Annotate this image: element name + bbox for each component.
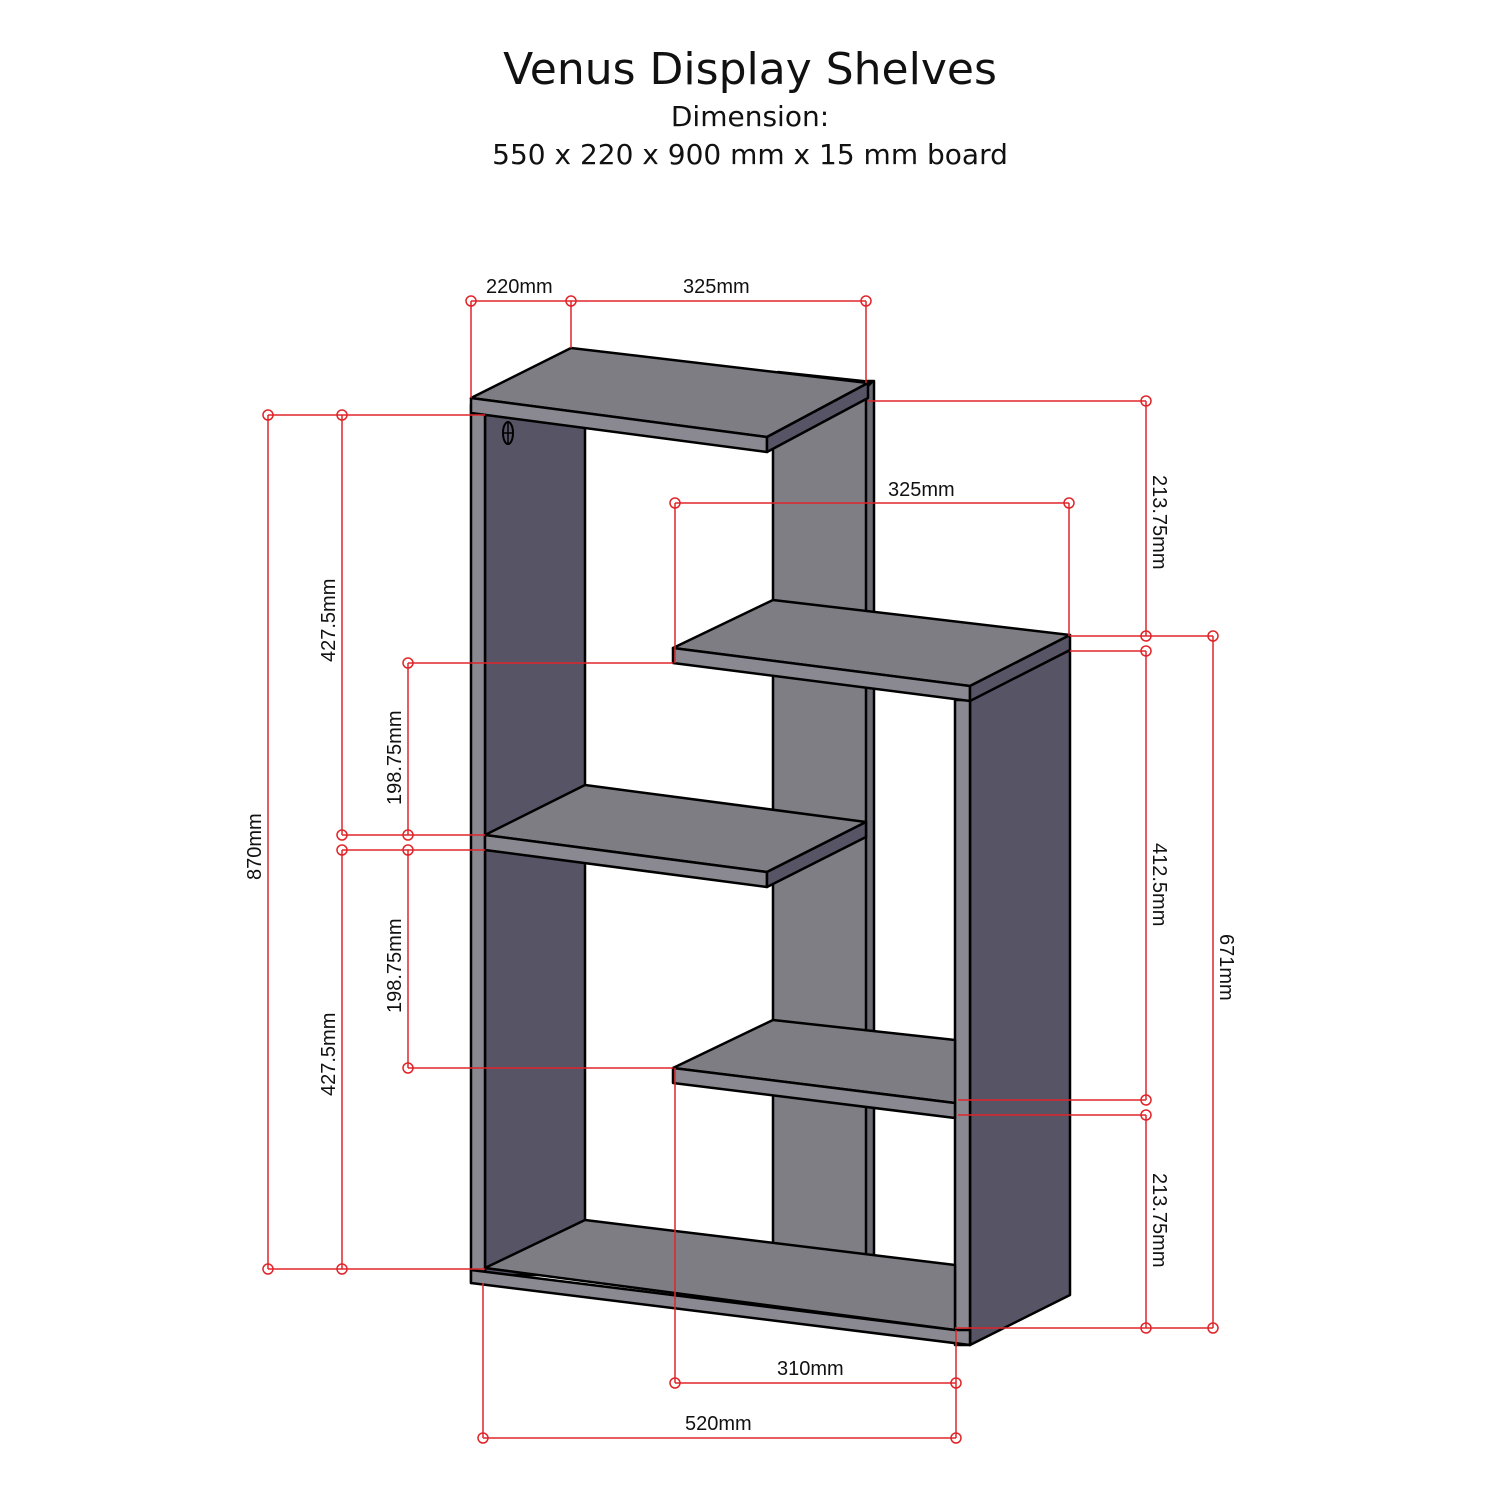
- mid-left-shelf-side: [765, 820, 868, 889]
- dim-top-width: 325mm: [683, 276, 750, 298]
- dim-base-width: 520mm: [685, 1413, 752, 1435]
- center-panel-edge: [864, 379, 876, 1257]
- dimension-endpoint: [336, 1263, 348, 1275]
- dim-total-height: 870mm: [244, 813, 266, 880]
- dim-lower-gap: 198.75mm: [384, 919, 406, 1014]
- dim-mid-shelf-width: 325mm: [888, 479, 955, 501]
- dimension-lines: [262, 295, 1219, 1444]
- bottom-board-front: [469, 1268, 972, 1347]
- mid-right-shelf-side: [968, 633, 1072, 703]
- right-panel-edge: [953, 698, 972, 1347]
- dimension-endpoint: [336, 409, 348, 421]
- dim-top-right-height: 213.75mm: [1148, 475, 1170, 570]
- right-panel-side: [968, 648, 1072, 1347]
- lower-shelf-front: [671, 1066, 957, 1120]
- left-panel-edge: [469, 403, 487, 1285]
- dim-lower-left-height: 427.5mm: [318, 1013, 340, 1096]
- top-shelf-side: [765, 381, 870, 454]
- overall-dimensions: 550 x 220 x 900 mm x 15 mm board: [492, 138, 1008, 171]
- dim-upper-left-height: 427.5mm: [318, 579, 340, 662]
- dim-upper-gap: 198.75mm: [384, 711, 406, 806]
- diagram-title: Venus Display Shelves: [503, 44, 997, 95]
- dimension-label: Dimension:: [670, 100, 830, 133]
- dim-top-depth: 220mm: [486, 276, 553, 298]
- dim-right-lower-height: 213.75mm: [1148, 1173, 1170, 1268]
- dimension-endpoint: [402, 829, 414, 841]
- dim-right-total-height: 671mm: [1215, 934, 1237, 1001]
- dim-lower-shelf-width: 310mm: [777, 1358, 844, 1380]
- dimension-labels: 220mm 325mm 325mm 213.75mm 870mm 427.5mm…: [244, 276, 1237, 1435]
- screw-icon: [502, 421, 514, 445]
- dim-right-mid-height: 412.5mm: [1148, 843, 1170, 926]
- shelf-unit: [469, 346, 1072, 1347]
- dimension-endpoint: [402, 844, 414, 856]
